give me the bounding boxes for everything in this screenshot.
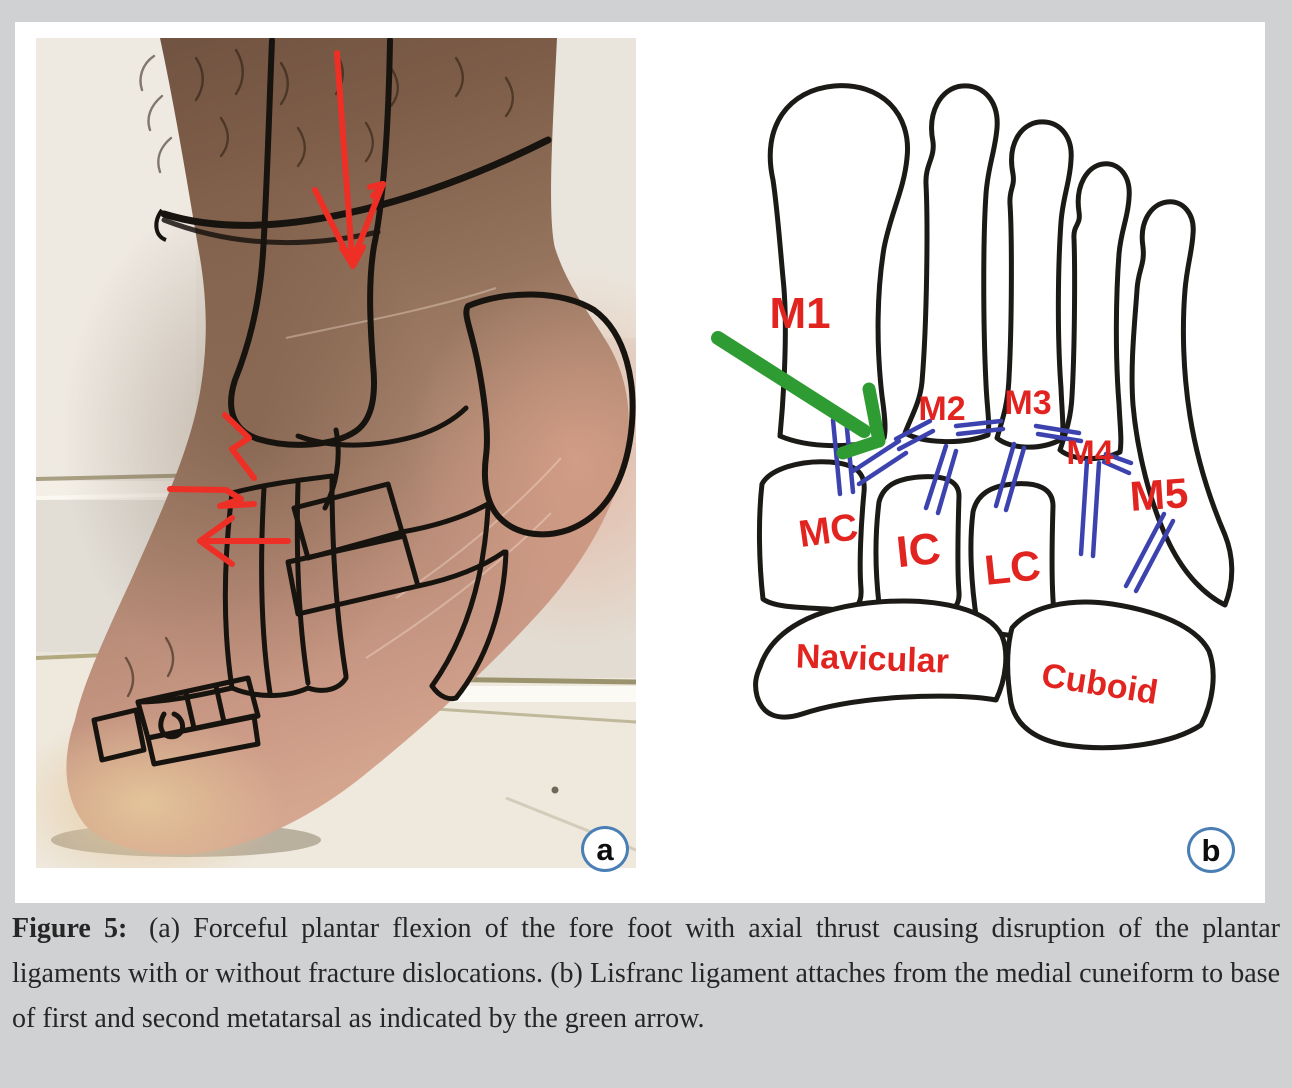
- bone-label-mc: MC: [796, 506, 860, 556]
- bone-label-m3: M3: [1004, 384, 1051, 422]
- bone-navicular: [753, 598, 1009, 720]
- tarsal-outlines: [753, 459, 1216, 751]
- foot-bones-diagram: M1 M2 M3 M4 M5 MC IC LC Navicular Cuboid: [711, 83, 1235, 751]
- bone-m4: [1057, 161, 1132, 462]
- disruption-zigzag: [167, 412, 257, 509]
- bone-label-ic: IC: [894, 524, 943, 577]
- bone-label-m4: M4: [1066, 434, 1113, 472]
- ligament-marks: [830, 415, 1176, 594]
- bone-label-m2: M2: [918, 390, 965, 428]
- panel-a-photo: [36, 38, 636, 868]
- figure-caption-label: Figure 5:: [12, 913, 128, 944]
- bone-m1: [767, 83, 911, 449]
- bone-medial-cuneiform: [756, 459, 867, 613]
- panel-a-badge-letter: a: [596, 831, 614, 867]
- bone-label-m1: M1: [769, 289, 830, 338]
- bone-labels: M1 M2 M3 M4 M5 MC IC LC Navicular Cuboid: [769, 289, 1189, 712]
- figure-caption-text: (a) Forceful plantar flexion of the fore…: [12, 913, 1280, 1034]
- metatarsal-outlines: [767, 83, 1235, 608]
- leg-hair: [124, 48, 514, 698]
- bone-label-m5: M5: [1128, 469, 1189, 520]
- bone-label-lc: LC: [982, 541, 1043, 594]
- bone-m3: [994, 119, 1074, 450]
- bone-cuboid: [1005, 599, 1216, 751]
- bone-outline-overlay: [91, 38, 636, 767]
- figure-panel: M1 M2 M3 M4 M5 MC IC LC Navicular Cuboid…: [15, 22, 1265, 903]
- bone-m2: [902, 83, 1000, 444]
- axial-thrust-arrow: [312, 50, 386, 269]
- panel-a-badge: a: [581, 826, 629, 872]
- counterforce-arrow: [197, 515, 291, 567]
- lisfranc-green-arrow: [711, 331, 886, 460]
- bone-label-navicular: Navicular: [795, 637, 949, 680]
- figure-caption: Figure 5: (a) Forceful plantar flexion o…: [12, 906, 1280, 1041]
- panel-b-badge-letter: b: [1201, 832, 1221, 868]
- bone-m5: [1129, 199, 1235, 608]
- panel-b-badge: b: [1187, 827, 1235, 873]
- ankle-string: [154, 136, 552, 246]
